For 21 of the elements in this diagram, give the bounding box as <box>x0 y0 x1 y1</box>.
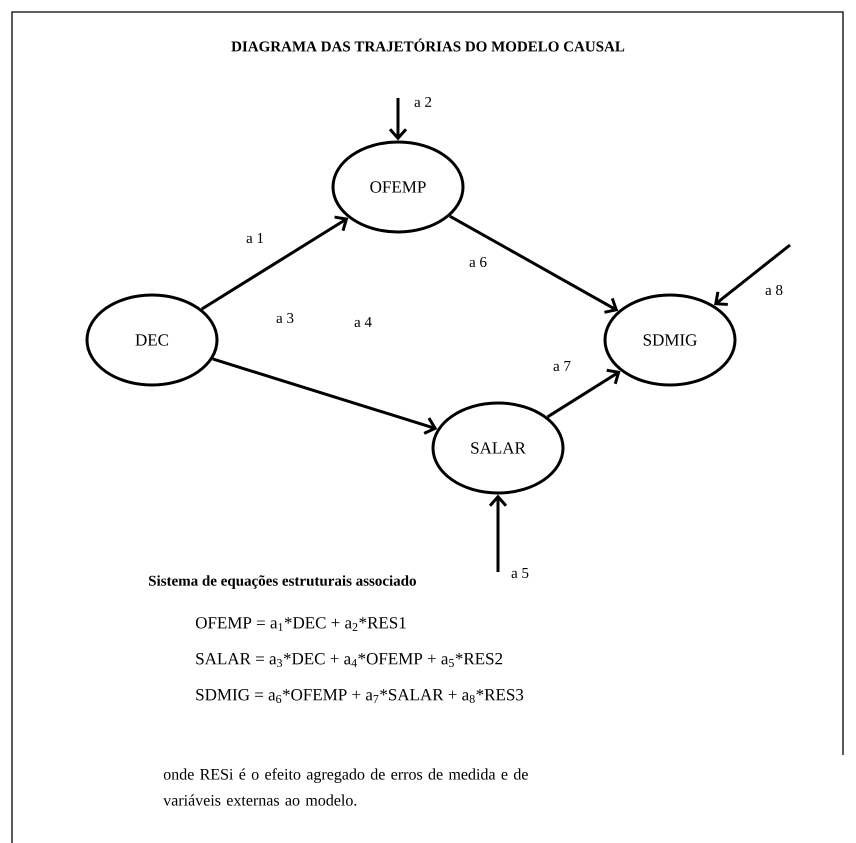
section-heading: Sistema de equações estruturais associado <box>149 575 416 589</box>
note: onde RESi é o efeito agregado de erros de medida e de variáveis externas ao modelo. <box>163 768 528 806</box>
title: DIAGRAMA DAS TRAJETÓRIAS DO MODELO CAUSAL <box>231 38 624 52</box>
edge-label: a 2 <box>413 96 433 108</box>
arrow <box>200 216 348 310</box>
arrow <box>546 368 621 418</box>
edge-label: a 3 <box>275 312 295 324</box>
edge-label: a 5 <box>510 567 530 579</box>
coefficient-label: a 4 <box>353 316 373 328</box>
equation: OFEMP = a$_{1}$*DEC + a$_{2}$*RES1 <box>196 617 406 631</box>
equation: SDMIG = a$_{6}$*OFEMP + a$_{7}$*SALAR + a$_{8}$*RES3 <box>196 689 524 703</box>
edge-label: a 1 <box>245 232 265 244</box>
edge-label: a 7 <box>552 360 572 372</box>
arrow <box>449 214 618 314</box>
edge-label: a 8 <box>764 284 784 296</box>
arrow <box>212 358 438 435</box>
arrow <box>388 98 408 140</box>
arrow <box>714 244 791 306</box>
arrow <box>488 494 508 572</box>
equation: SALAR = a$_{3}$*DEC + a$_{4}$*OFEMP + a$_{5}$*RES2 <box>196 653 502 667</box>
edge-label: a 6 <box>468 256 488 268</box>
